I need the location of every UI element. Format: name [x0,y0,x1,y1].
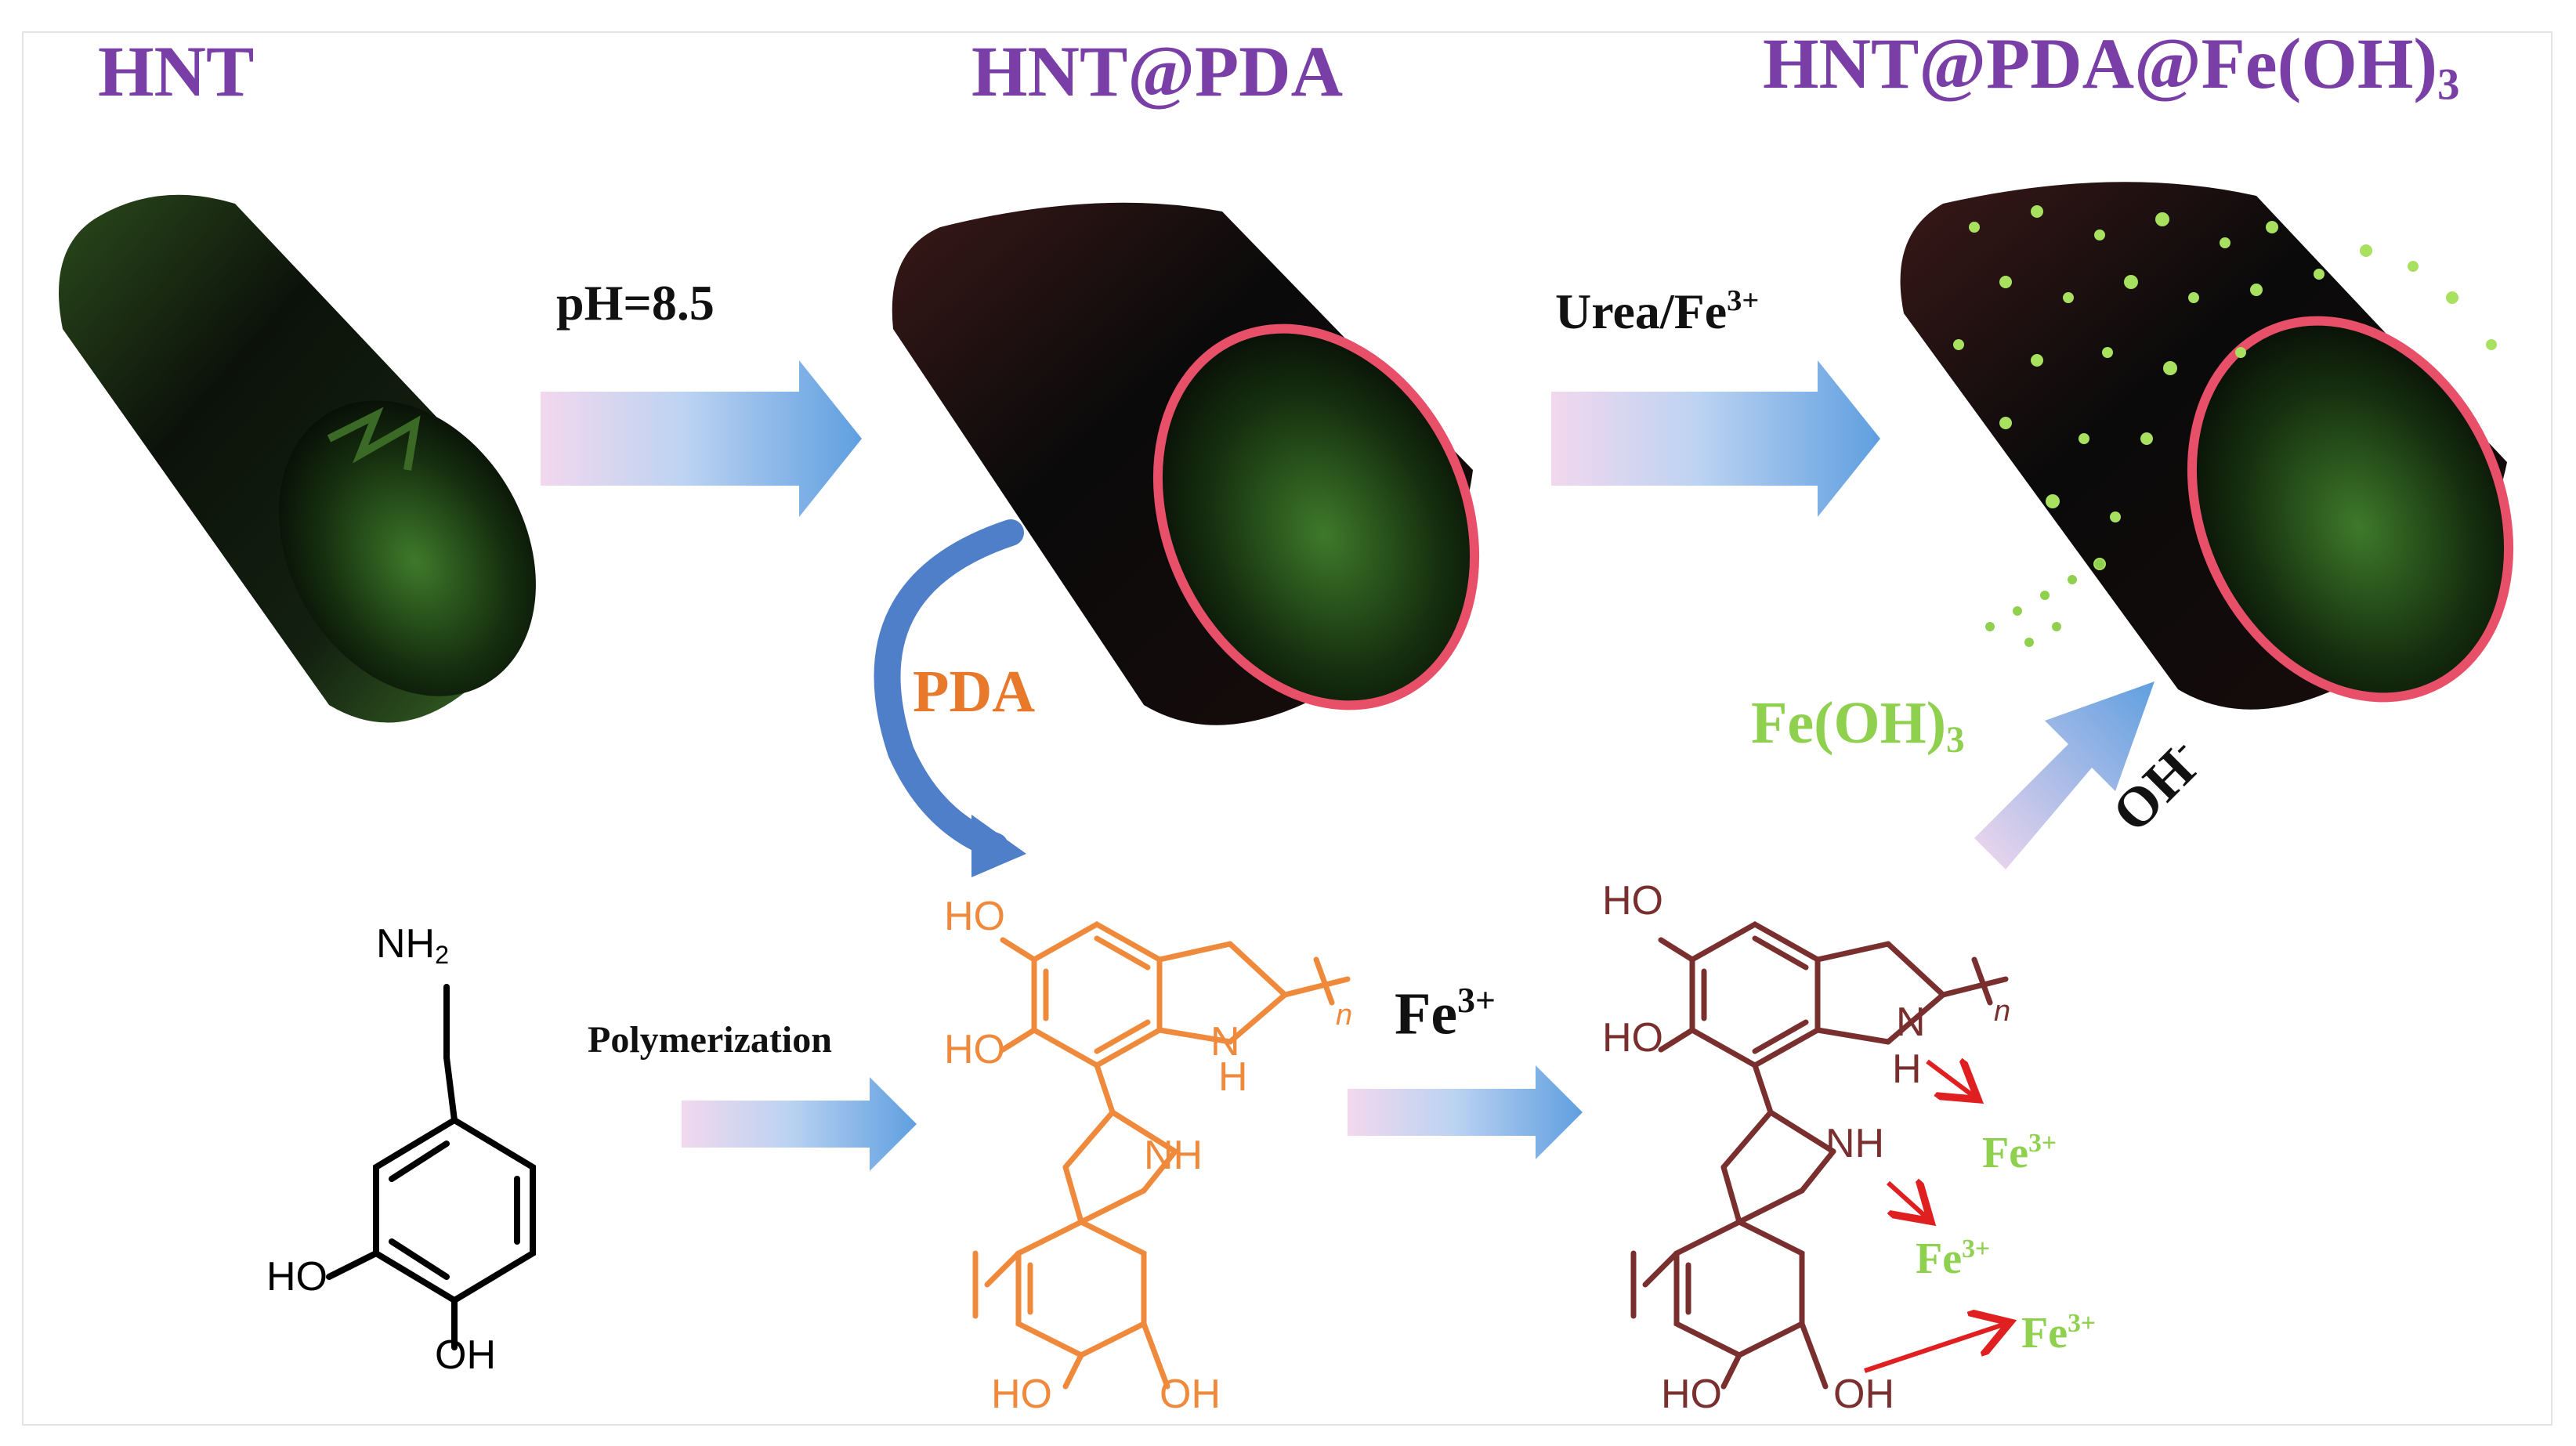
fe-ion-1: Fe3+ [1982,1128,2057,1177]
fe-nh-lower: NH [1825,1121,1885,1166]
arrow-ph [541,360,862,517]
dopamine-structure [326,984,536,1350]
title-hnt: HNT [98,31,255,111]
pda-nh-upper-h: H [1218,1054,1248,1100]
pda-n-repeat: n [1336,999,1353,1032]
pda-ho-bottom: HO [991,1372,1052,1417]
arrow-urea [1551,360,1880,517]
arrow-pda-curve [874,519,1024,859]
dopamine-ho: HO [266,1254,327,1300]
pda-nh-upper-n: N [1210,1019,1240,1065]
fe-n-repeat: n [1994,995,2011,1028]
fe-pda-structure [1630,920,2009,1390]
fe-ho-mid: HO [1602,1015,1663,1061]
label-urea-fe: Urea/Fe3+ [1555,284,1760,340]
label-fe3: Fe3+ [1395,980,1496,1047]
fe-nh-upper-n: N [1896,1000,1926,1045]
arrow-oh [1974,681,2155,869]
pda-tube-icon [892,202,1480,725]
pda-structure [972,920,1351,1390]
figure-frame [22,31,2552,1426]
dopamine-oh: OH [435,1332,496,1378]
title-hnt-pda-fe: HNT@PDA@Fe(OH)3 [1763,23,2460,110]
arrow-polymerization [682,1077,917,1171]
fe-tube-icon [1900,182,2514,710]
label-ph: pH=8.5 [556,275,715,331]
pda-ho-top: HO [944,894,1005,939]
dopamine-nh2: NH2 [376,921,450,970]
pda-ho-mid: HO [944,1027,1005,1072]
label-polymerization: Polymerization [588,1019,832,1061]
fe-ion-2: Fe3+ [1916,1234,1990,1283]
pda-nh-lower: NH [1144,1133,1203,1178]
title-hnt-pda: HNT@PDA [971,31,1344,111]
fe-oh-bottom: OH [1833,1372,1894,1417]
label-fe-oh3: Fe(OH)3 [1751,690,1965,761]
label-pda: PDA [913,659,1036,725]
fe-ion-3: Fe3+ [2021,1308,2096,1357]
fe-ho-top: HO [1602,878,1663,924]
fe-nh-upper-h: H [1892,1047,1922,1092]
fe-ho-bottom: HO [1661,1372,1722,1417]
hnt-tube-icon [59,194,536,723]
arrow-fe3 [1348,1065,1583,1159]
pda-oh-bottom: OH [1160,1372,1221,1417]
coordination-arrows [1864,1061,2006,1373]
